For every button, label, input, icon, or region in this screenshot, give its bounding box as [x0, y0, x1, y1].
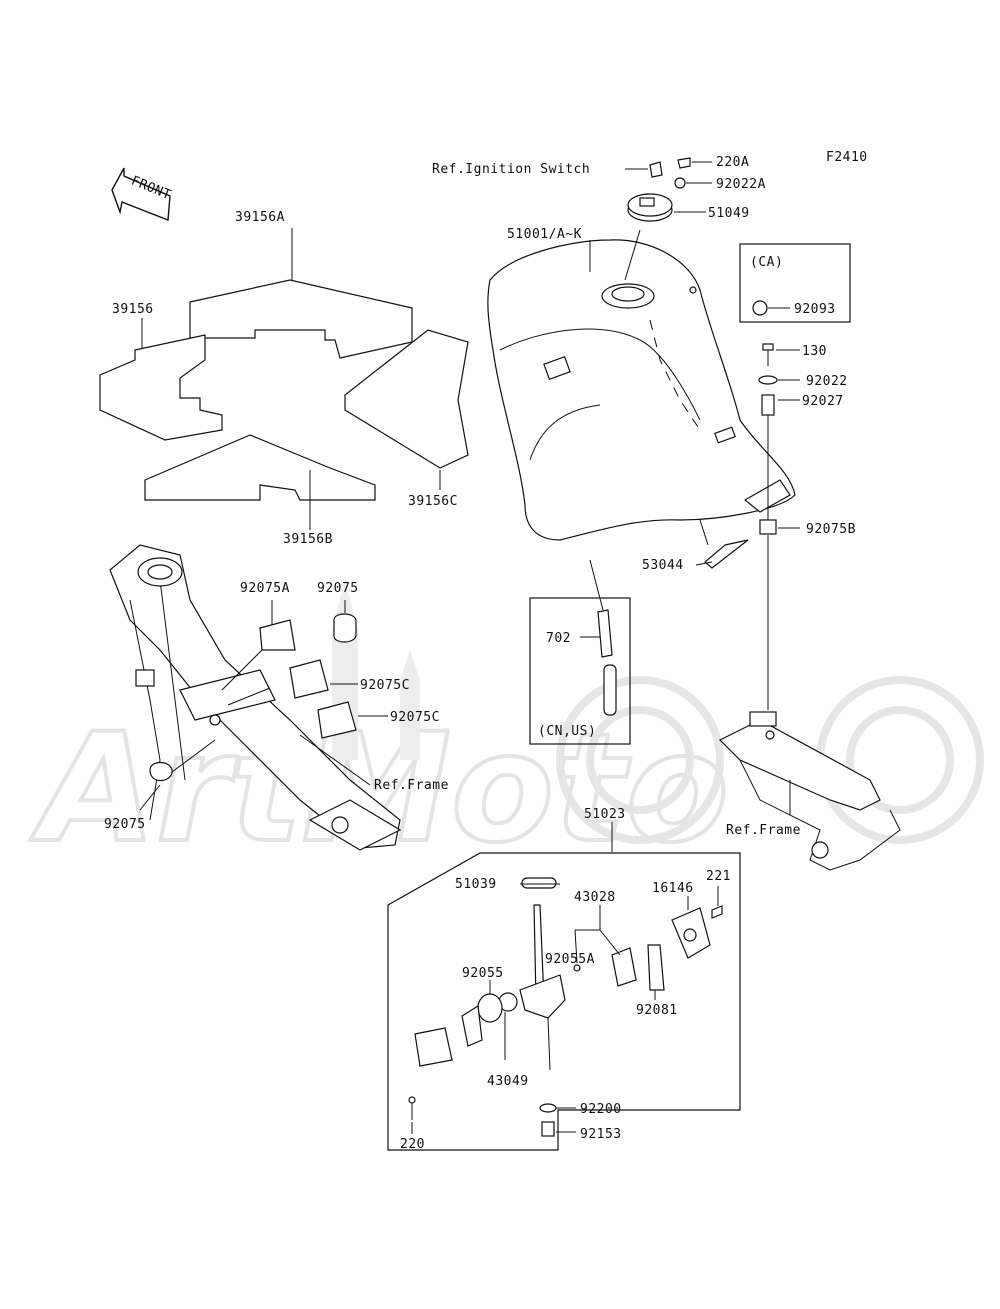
label-43028: 43028	[574, 890, 616, 905]
label-92075-bottom: 92075	[104, 817, 146, 832]
label-92027: 92027	[802, 394, 844, 409]
petcock-parts	[408, 877, 723, 1137]
label-51001: 51001/A~K	[507, 227, 582, 242]
right-frame	[718, 711, 901, 871]
label-92075B: 92075B	[806, 522, 856, 537]
label-220A: 220A	[716, 155, 749, 170]
hose-box	[529, 597, 631, 745]
label-702: 702	[546, 631, 571, 646]
label-39156: 39156	[112, 302, 154, 317]
label-53044: 53044	[642, 558, 684, 573]
watermark: ArtMoto	[28, 580, 984, 878]
label-92075C-2: 92075C	[390, 710, 440, 725]
petcock-group-box	[387, 852, 741, 1151]
top-fasteners	[627, 157, 691, 222]
label-39156B: 39156B	[283, 532, 333, 547]
pad-39156	[99, 334, 223, 441]
label-92153: 92153	[580, 1127, 622, 1142]
foam-pads	[99, 279, 469, 501]
watermark-text: ArtMoto	[30, 702, 729, 876]
label-ref-frame-left: Ref.Frame	[374, 778, 449, 793]
label-43049: 43049	[487, 1074, 529, 1089]
right-fasteners	[704, 343, 778, 569]
diagram-code: F2410	[826, 150, 868, 165]
label-92055A: 92055A	[545, 952, 595, 967]
label-92081: 92081	[636, 1003, 678, 1018]
label-220: 220	[400, 1137, 425, 1152]
label-221: 221	[706, 869, 731, 884]
label-92055: 92055	[462, 966, 504, 981]
label-92022: 92022	[806, 374, 848, 389]
label-92200: 92200	[580, 1102, 622, 1117]
left-frame	[109, 544, 402, 851]
pad-39156A	[189, 279, 413, 359]
label-130: 130	[802, 344, 827, 359]
label-39156A: 39156A	[235, 210, 285, 225]
fuel-tank	[487, 239, 796, 546]
ca-box	[739, 243, 851, 323]
label-92075A: 92075A	[240, 581, 290, 596]
label-92093: 92093	[794, 302, 836, 317]
label-92022A: 92022A	[716, 177, 766, 192]
left-bushings	[259, 613, 357, 739]
label-51023: 51023	[584, 807, 626, 822]
label-39156C: 39156C	[408, 494, 458, 509]
label-92075-top: 92075	[317, 581, 359, 596]
pad-39156C	[344, 329, 469, 469]
label-ref-frame-right: Ref.Frame	[726, 823, 801, 838]
front-arrow-icon: FRONT	[111, 167, 173, 221]
label-cn-us: (CN,US)	[538, 724, 596, 739]
label-ref-ignition-switch: Ref.Ignition Switch	[432, 162, 590, 177]
label-92075C-1: 92075C	[360, 678, 410, 693]
label-16146: 16146	[652, 881, 694, 896]
label-51039: 51039	[455, 877, 497, 892]
label-ca: (CA)	[750, 255, 783, 270]
label-51049: 51049	[708, 206, 750, 221]
pad-39156B	[144, 434, 376, 501]
